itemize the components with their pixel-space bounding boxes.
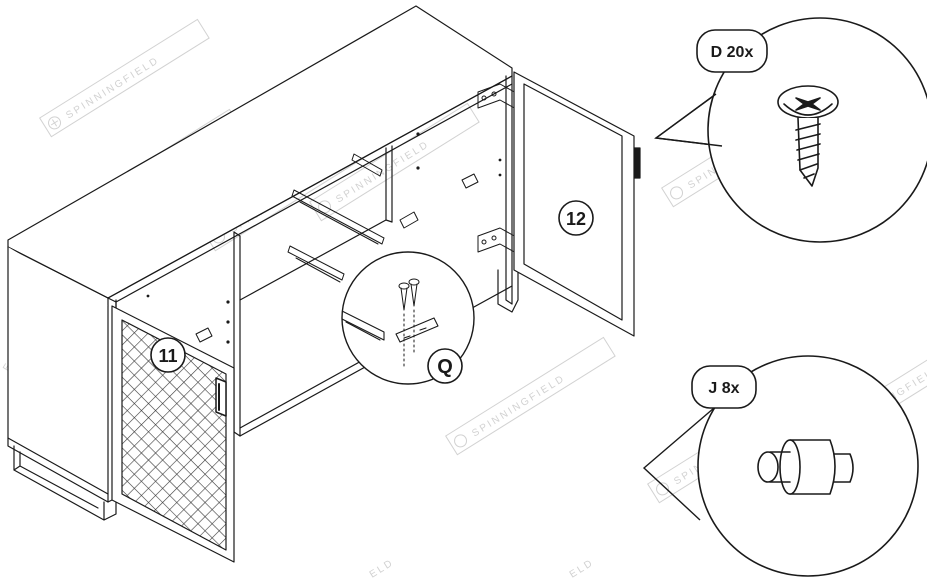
center-divider [233, 231, 241, 437]
screw-pair [398, 278, 420, 367]
watermark-partial-text: ELD [568, 557, 596, 580]
callout-door-11: 11 [150, 337, 186, 373]
cabinet-left-side [7, 246, 109, 503]
callout-q-label: Q [437, 356, 453, 378]
drawer-slide-upper [291, 153, 385, 245]
right-side-edge [505, 75, 513, 305]
callout-q-badge [427, 348, 463, 384]
callout-11-label: 11 [158, 346, 177, 366]
watermark-partial-text: ELD [368, 557, 396, 580]
watermark-11: ELD [368, 557, 396, 580]
right-leg-frame [497, 269, 519, 313]
part-j-label: J 8x [708, 380, 739, 397]
cabinet [7, 5, 641, 563]
bracket-plate [395, 317, 439, 343]
shelf-holes [146, 132, 502, 344]
watermark-logo [48, 116, 62, 130]
part-d-label-box [696, 29, 768, 73]
part-j-callout: J 8x [642, 355, 919, 577]
part-d-callout: D 20x [654, 17, 927, 243]
left-leg-frame [13, 299, 117, 521]
door-pins [195, 173, 479, 343]
door-left-mesh [121, 319, 227, 551]
watermark-text: SPINNINGFIELD [470, 373, 567, 440]
watermark-text: SPINNINGFIELD [64, 55, 161, 122]
watermark-12: ELD [568, 557, 596, 580]
part-j-label-box [691, 365, 757, 409]
callout-door-12: 12 [558, 200, 594, 236]
watermark-5: SPINNINGFIELD [445, 336, 616, 456]
dowel-icon [757, 439, 854, 495]
screw-icon [777, 85, 839, 187]
door-left-handle [215, 377, 227, 417]
door-right-handle [633, 147, 641, 179]
drawer-slide-lower [287, 245, 345, 283]
door-left [111, 305, 235, 563]
watermark-1: SPINNINGFIELD [39, 18, 210, 138]
part-d-label: D 20x [711, 44, 754, 61]
detail-circle-q: Q [341, 251, 475, 385]
right-divider [385, 145, 393, 223]
cabinet-top [7, 5, 513, 299]
callout-12-label: 12 [566, 209, 586, 229]
